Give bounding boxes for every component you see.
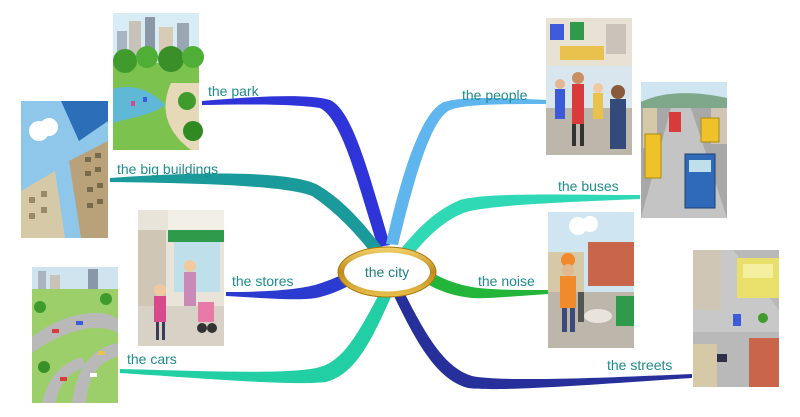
- branch-cars: [120, 285, 394, 384]
- branch-labels: the park the big buildings the stores th…: [117, 83, 672, 373]
- people-illustration: [546, 18, 632, 155]
- stores-illustration: [138, 210, 224, 346]
- cars-illustration: [32, 267, 118, 403]
- park-illustration: [113, 13, 204, 150]
- label-streets: the streets: [607, 357, 672, 373]
- buses-illustration: [641, 82, 727, 218]
- label-park: the park: [208, 83, 260, 99]
- label-people: the people: [462, 87, 528, 103]
- label-cars: the cars: [127, 351, 177, 367]
- branch-buses: [400, 194, 640, 258]
- big-buildings-illustration: [21, 101, 108, 238]
- streets-illustration: [693, 250, 779, 387]
- center-label: the city: [365, 264, 409, 280]
- branches: [110, 96, 692, 390]
- branch-park: [202, 96, 390, 248]
- branch-stores: [226, 266, 362, 300]
- branch-big-buildings: [110, 173, 384, 254]
- label-big-buildings: the big buildings: [117, 161, 218, 177]
- center-node: the city: [337, 246, 437, 298]
- label-noise: the noise: [478, 273, 535, 289]
- label-buses: the buses: [558, 178, 619, 194]
- branch-noise: [424, 270, 548, 299]
- branch-streets: [394, 292, 692, 390]
- noise-illustration: [548, 212, 634, 348]
- branch-people: [386, 98, 547, 245]
- label-stores: the stores: [232, 273, 293, 289]
